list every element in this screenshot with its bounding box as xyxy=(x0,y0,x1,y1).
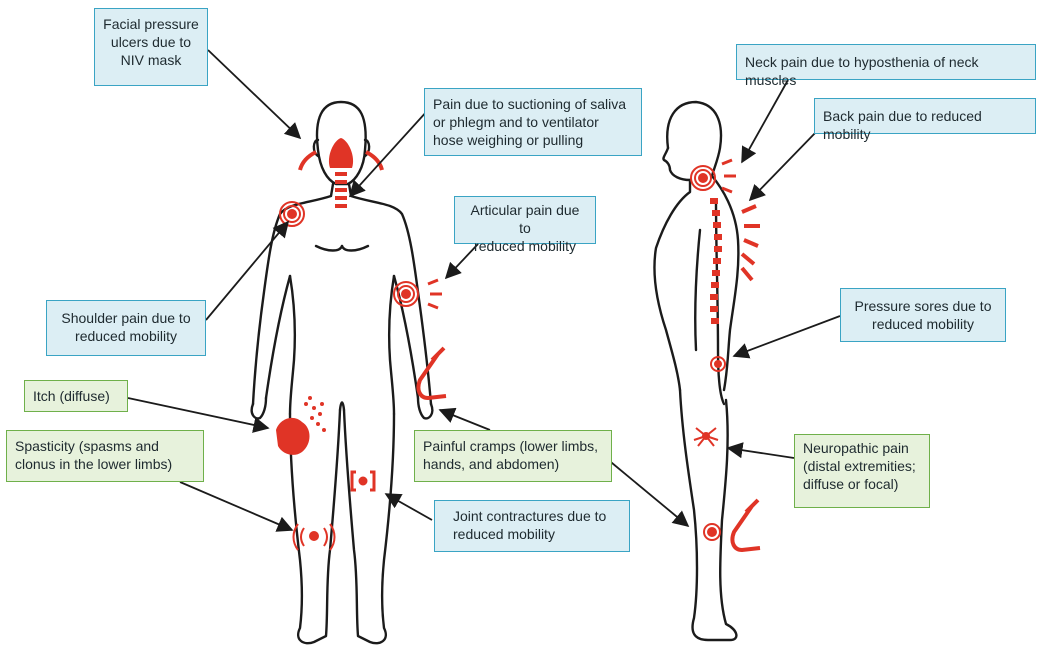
label-painful-cramps: Painful cramps (lower limbs, hands, and … xyxy=(414,430,612,482)
label-spasticity: Spasticity (spasms and clonus in the low… xyxy=(6,430,204,482)
front-body-figure xyxy=(250,100,434,645)
niv-mask-icon xyxy=(298,138,384,171)
label-shoulder-pain: Shoulder pain due to reduced mobility xyxy=(46,300,206,356)
spine-icon xyxy=(710,198,760,324)
knee-contracture-icon xyxy=(350,470,376,492)
label-facial-pressure-ulcers: Facial pressure ulcers due to NIV mask xyxy=(94,8,208,86)
spider-nerve-icon xyxy=(693,427,719,447)
shoulder-pain-burst-icon xyxy=(279,201,305,227)
label-suctioning-pain: Pain due to suctioning of saliva or phle… xyxy=(424,88,642,156)
elbow-pain-burst-icon xyxy=(393,278,442,310)
callout-arrows xyxy=(127,49,841,532)
trachea-icon xyxy=(335,172,347,208)
label-neuropathic-pain: Neuropathic pain (distal extremities; di… xyxy=(794,434,930,508)
label-joint-contractures: Joint contractures due to reduced mobili… xyxy=(434,500,630,552)
calf-cramp-icon xyxy=(703,498,761,553)
pressure-sore-icon xyxy=(710,356,726,372)
label-neck-pain: Neck pain due to hyposthenia of neck mus… xyxy=(736,44,1036,88)
label-back-pain: Back pain due to reduced mobility xyxy=(814,98,1036,142)
label-pressure-sores: Pressure sores due to reduced mobility xyxy=(840,288,1006,342)
pain-symbols xyxy=(276,138,761,553)
spasticity-burst-icon xyxy=(292,523,336,551)
label-articular-pain: Articular pain due to reduced mobility xyxy=(454,196,596,254)
itch-hand-icon xyxy=(276,396,326,455)
label-itch: Itch (diffuse) xyxy=(24,380,128,412)
clamp-icon xyxy=(416,346,447,401)
neck-pain-burst-icon xyxy=(690,158,736,194)
